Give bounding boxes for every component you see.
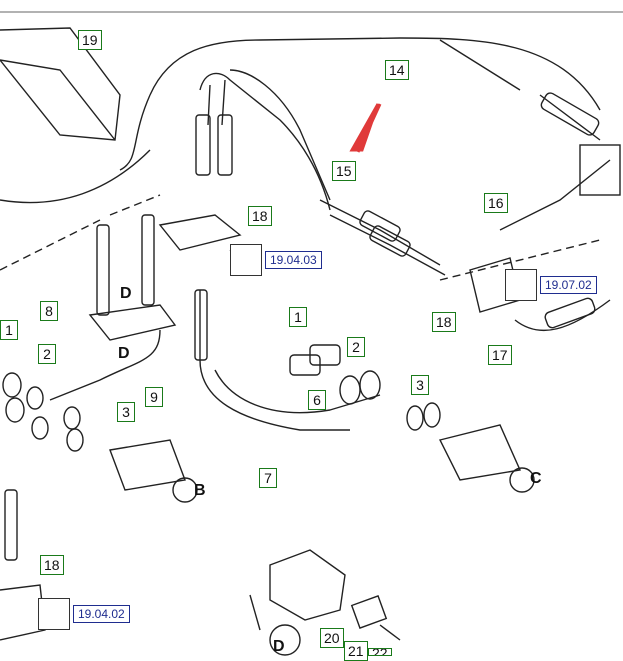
callout-18-right[interactable]: 18 — [432, 312, 456, 332]
callout-18[interactable]: 18 — [248, 206, 272, 226]
callout-18-bottom[interactable]: 18 — [40, 555, 64, 575]
callout-19[interactable]: 19 — [78, 30, 102, 50]
connection-letter-b: B — [194, 482, 206, 499]
ref-19-04-03[interactable]: 19.04.03 — [265, 251, 322, 269]
callout-8[interactable]: 8 — [40, 301, 58, 321]
callout-7[interactable]: 7 — [259, 468, 277, 488]
view-eye-icon — [505, 269, 537, 301]
view-eye-icon — [230, 244, 262, 276]
callout-15[interactable]: 15 — [332, 161, 356, 181]
callout-6[interactable]: 6 — [308, 390, 326, 410]
callout-22[interactable]: 22 — [368, 648, 392, 656]
callout-2-center[interactable]: 2 — [347, 337, 365, 357]
callout-14[interactable]: 14 — [385, 60, 409, 80]
callout-21[interactable]: 21 — [344, 641, 368, 661]
callout-16[interactable]: 16 — [484, 193, 508, 213]
ref-19-04-02[interactable]: 19.04.02 — [73, 605, 130, 623]
ref-19-07-02[interactable]: 19.07.02 — [540, 276, 597, 294]
callout-3-right[interactable]: 3 — [411, 375, 429, 395]
connection-letter-c: C — [530, 470, 542, 487]
view-eye-icon — [38, 598, 70, 630]
callout-1-center[interactable]: 1 — [289, 307, 307, 327]
connection-letter-d: D — [273, 638, 285, 655]
connection-letter-d: D — [120, 285, 132, 302]
callout-2-left[interactable]: 2 — [38, 344, 56, 364]
callout-1-left[interactable]: 1 — [0, 320, 18, 340]
callout-3-left[interactable]: 3 — [117, 402, 135, 422]
callout-20[interactable]: 20 — [320, 628, 344, 648]
callout-9[interactable]: 9 — [145, 387, 163, 407]
callout-17[interactable]: 17 — [488, 345, 512, 365]
connection-letter-d: D — [118, 345, 130, 362]
